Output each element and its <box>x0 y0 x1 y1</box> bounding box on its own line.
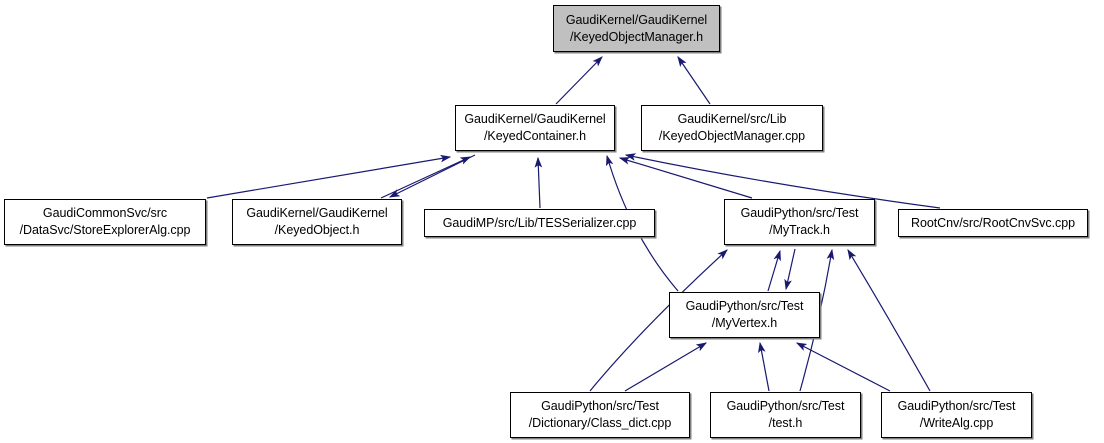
node-rootcnvsvc-cpp[interactable]: RootCnv/src/RootCnvSvc.cpp <box>898 209 1088 237</box>
edge-classdict-to-mytrack <box>589 249 728 392</box>
node-storeexploreralg-cpp[interactable]: GaudiCommonSvc/src /DataSvc/StoreExplore… <box>4 199 206 245</box>
node-keyedobjectmanager-h[interactable]: GaudiKernel/GaudiKernel /KeyedObjectMana… <box>553 5 720 52</box>
node-label-line2: /Dictionary/Class_dict.cpp <box>528 416 672 430</box>
node-keyedcontainer-h[interactable]: GaudiKernel/GaudiKernel /KeyedContainer.… <box>455 105 615 151</box>
edge-tesserializer-to-keyedcontainer <box>534 156 543 209</box>
node-keyedobject-h[interactable]: GaudiKernel/GaudiKernel /KeyedObject.h <box>232 199 402 245</box>
node-label-line1: GaudiPython/src/Test <box>685 299 804 313</box>
node-label-line1: GaudiPython/src/Test <box>740 206 859 220</box>
edge-myvertex-to-mytrack <box>767 249 781 292</box>
edge-writealg-to-mytrack <box>847 248 931 392</box>
node-label-line1: GaudiKernel/src/Lib <box>677 112 787 126</box>
edge-writealg-to-myvertex <box>795 342 891 392</box>
node-label-line2: /KeyedObjectManager.h <box>569 29 704 44</box>
edge-classdict-to-myvertex <box>624 342 708 392</box>
node-label-line2: /test.h <box>768 416 803 430</box>
edge-rootcnvsvc-to-keyedcontainer <box>624 153 941 209</box>
node-label-line2: /WriteAlg.cpp <box>919 416 994 430</box>
node-tesserializer-cpp[interactable]: GaudiMP/src/Lib/TESSerializer.cpp <box>424 209 655 237</box>
node-label-line1: GaudiPython/src/Test <box>541 399 659 413</box>
node-label-line2: /KeyedObjectManager.cpp <box>658 129 806 143</box>
node-label-line1: GaudiPython/src/Test <box>897 399 1016 413</box>
edge-mytrack-to-keyedcontainer <box>618 157 753 199</box>
node-label-line2: /KeyedObject.h <box>274 223 360 237</box>
node-label-line2: /MyTrack.h <box>769 223 830 237</box>
edge-storeexploreralg-to-keyedcontainer <box>206 154 452 199</box>
edge-mytrack-to-myvertex <box>784 248 796 291</box>
node-test-h[interactable]: GaudiPython/src/Test /test.h <box>710 392 861 438</box>
node-keyedobjectmanager-cpp[interactable]: GaudiKernel/src/Lib /KeyedObjectManager.… <box>641 105 823 151</box>
node-writealg-cpp[interactable]: GaudiPython/src/Test /WriteAlg.cpp <box>881 392 1032 438</box>
edge-keyedobjectmanagercpp-to-keyedobjectmanager <box>677 56 711 105</box>
node-label-line1: GaudiCommonSvc/src <box>42 206 168 220</box>
node-label-line1: GaudiKernel/GaudiKernel <box>565 12 708 27</box>
node-label-line1: GaudiKernel/GaudiKernel <box>464 112 606 126</box>
node-myvertex-h[interactable]: GaudiPython/src/Test /MyVertex.h <box>669 292 820 338</box>
node-label-line1: GaudiPython/src/Test <box>726 399 845 413</box>
node-label-line1: RootCnv/src/RootCnvSvc.cpp <box>910 215 1076 230</box>
edge-testh-to-myvertex <box>757 341 770 392</box>
node-label-line2: /KeyedContainer.h <box>483 129 586 143</box>
edge-keyedcontainer-to-keyedobjectmanager <box>555 56 603 105</box>
node-label-line1: GaudiMP/src/Lib/TESSerializer.cpp <box>442 215 637 230</box>
node-class-dict-cpp[interactable]: GaudiPython/src/Test /Dictionary/Class_d… <box>510 392 690 438</box>
node-label-line2: /DataSvc/StoreExplorerAlg.cpp <box>19 223 191 237</box>
node-label-line1: GaudiKernel/GaudiKernel <box>246 206 388 220</box>
node-label-line2: /MyVertex.h <box>711 316 778 330</box>
edge-keyedcontainer-to-keyedobject <box>388 154 476 198</box>
node-mytrack-h[interactable]: GaudiPython/src/Test /MyTrack.h <box>724 199 875 245</box>
